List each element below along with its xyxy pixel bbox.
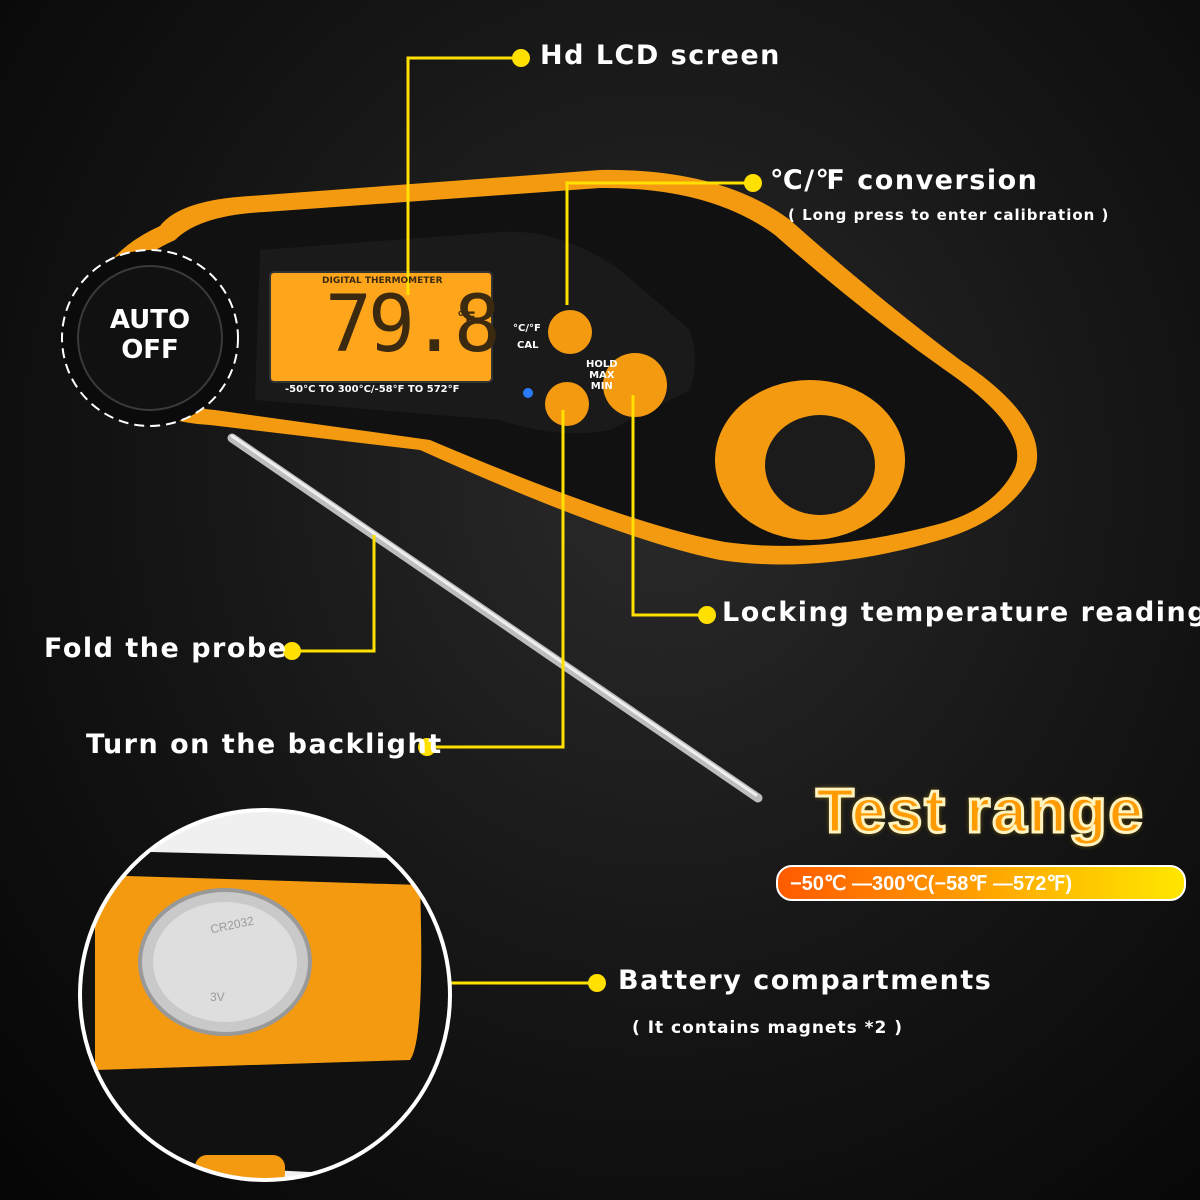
callout-conversion-note: ( Long press to enter calibration ) xyxy=(788,206,1110,224)
lcd-unit: °F xyxy=(457,308,476,327)
callout-lcd-screen: Hd LCD screen xyxy=(540,40,781,71)
battery-marking-voltage: 3V xyxy=(210,990,225,1004)
callout-dot-lcd xyxy=(512,49,530,67)
battery-inset xyxy=(80,810,450,1180)
lcd-range-text: -50°C TO 300°C/-58°F TO 572°F xyxy=(285,384,460,395)
bulb-icon xyxy=(523,388,533,398)
auto-off-label: AUTO OFF xyxy=(109,305,191,365)
probe xyxy=(227,433,763,803)
lcd-screen xyxy=(269,271,493,383)
lcd-header: DIGITAL THERMOMETER xyxy=(322,276,443,286)
callout-backlight: Turn on the backlight xyxy=(86,729,443,760)
callout-dot-backlight xyxy=(418,738,436,756)
callout-battery-note: ( It contains magnets *2 ) xyxy=(632,1018,904,1038)
callout-battery: Battery compartments xyxy=(618,965,993,996)
callout-dot-conversion xyxy=(744,174,762,192)
callout-dot-locking xyxy=(698,606,716,624)
callout-fold-probe: Fold the probe xyxy=(44,633,288,664)
test-range-values: −50℃ —300℃(−58℉ —572℉) xyxy=(790,873,1073,895)
test-range-bar xyxy=(776,865,1186,901)
test-range-title: Test range xyxy=(815,776,1145,848)
callout-dot-fold xyxy=(283,642,301,660)
hold-button-shape xyxy=(603,353,667,417)
lcd-reading: 79.8 xyxy=(325,280,501,370)
backlight-button-shape xyxy=(545,382,589,426)
callout-conversion: ℃/℉ conversion xyxy=(770,165,1039,196)
cf-cal-button-shape xyxy=(548,310,592,354)
callout-dot-battery xyxy=(588,974,606,992)
hold-button-label: HOLD MAX MIN xyxy=(586,359,618,392)
cal-button-label: CAL xyxy=(517,340,539,351)
callout-lines xyxy=(292,56,753,985)
callout-locking: Locking temperature reading xyxy=(722,597,1200,628)
cf-button-label: °C/°F xyxy=(513,323,541,334)
